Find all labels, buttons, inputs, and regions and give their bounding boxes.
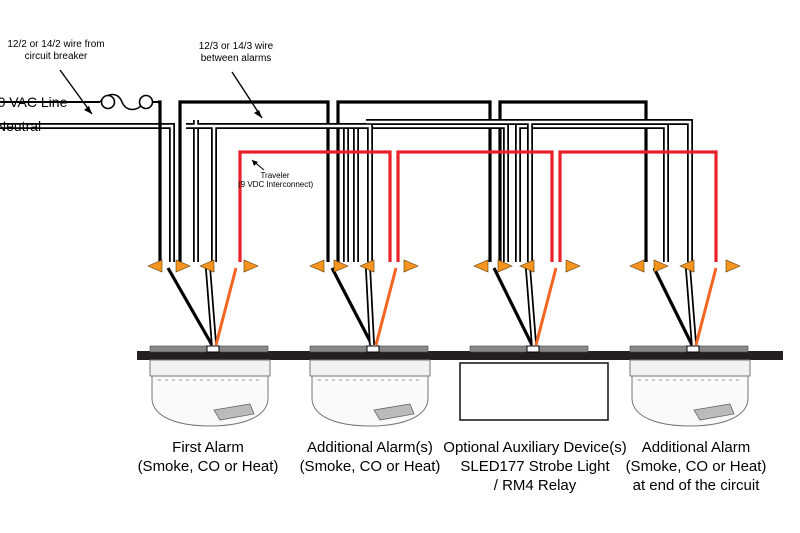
device-lead-wires [214,267,718,346]
interconnect-wire-note-line: 12/3 or 14/3 wire [198,41,274,52]
supply-wire-note-line: 12/2 or 14/2 wire from [7,39,105,50]
ceiling-line [137,351,783,360]
hot-line-label: 120 VAC Line [0,94,68,110]
supply-cable [0,69,162,129]
alarm-device [149,359,271,427]
alarm-device [629,359,751,427]
traveler-note-line: Traveler [260,171,290,180]
interconnect-wire-note: 12/3 or 14/3 wire between alarms [180,41,292,65]
neutral-line-label: Neutral [0,118,42,134]
auxiliary-device [459,362,609,421]
device-label-line: (Smoke, CO or Heat) [625,458,767,475]
wire-nuts [147,259,741,273]
traveler-note-line: (9 VDC Interconnect) [238,180,314,189]
device-label-first-alarm: First Alarm (Smoke, CO or Heat) [138,438,279,476]
device-label-end-alarm: Additional Alarm (Smoke, CO or Heat) at … [626,438,767,495]
connectors [206,345,700,353]
device-label-auxiliary: Optional Auxiliary Device(s) SLED177 Str… [443,438,626,495]
device-label-line: Optional Auxiliary Device(s) [443,439,627,456]
device-label-additional-alarms: Additional Alarm(s) (Smoke, CO or Heat) [300,438,441,476]
device-label-line: (Smoke, CO or Heat) [137,458,279,475]
device-label-line: (Smoke, CO or Heat) [299,458,441,475]
supply-wire-note-line: circuit breaker [24,51,88,62]
hot-wire [158,100,694,346]
device-label-line: First Alarm [172,439,244,456]
alarm-device [309,359,431,427]
traveler-wire [238,150,718,262]
device-label-line: at end of the circuit [632,477,760,494]
supply-wire-note: 12/2 or 14/2 wire from circuit breaker [0,39,112,63]
device-label-line: Additional Alarm [641,439,751,456]
device-label-line: SLED177 Strobe Light [460,458,610,475]
device-label-line: / RM4 Relay [493,477,577,494]
device-label-line: Additional Alarm(s) [307,439,433,456]
neutral-wire [162,119,697,346]
traveler-note: Traveler (9 VDC Interconnect) [238,171,314,189]
interconnect-wire-note-line: between alarms [200,53,272,64]
